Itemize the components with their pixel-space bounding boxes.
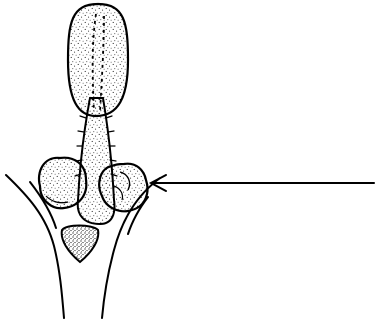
pointer-arrow bbox=[151, 175, 374, 191]
basal-gland bbox=[62, 226, 99, 263]
upper-elongated-lobe bbox=[68, 4, 128, 116]
left-swelling bbox=[39, 158, 86, 209]
right-swelling bbox=[99, 164, 147, 212]
